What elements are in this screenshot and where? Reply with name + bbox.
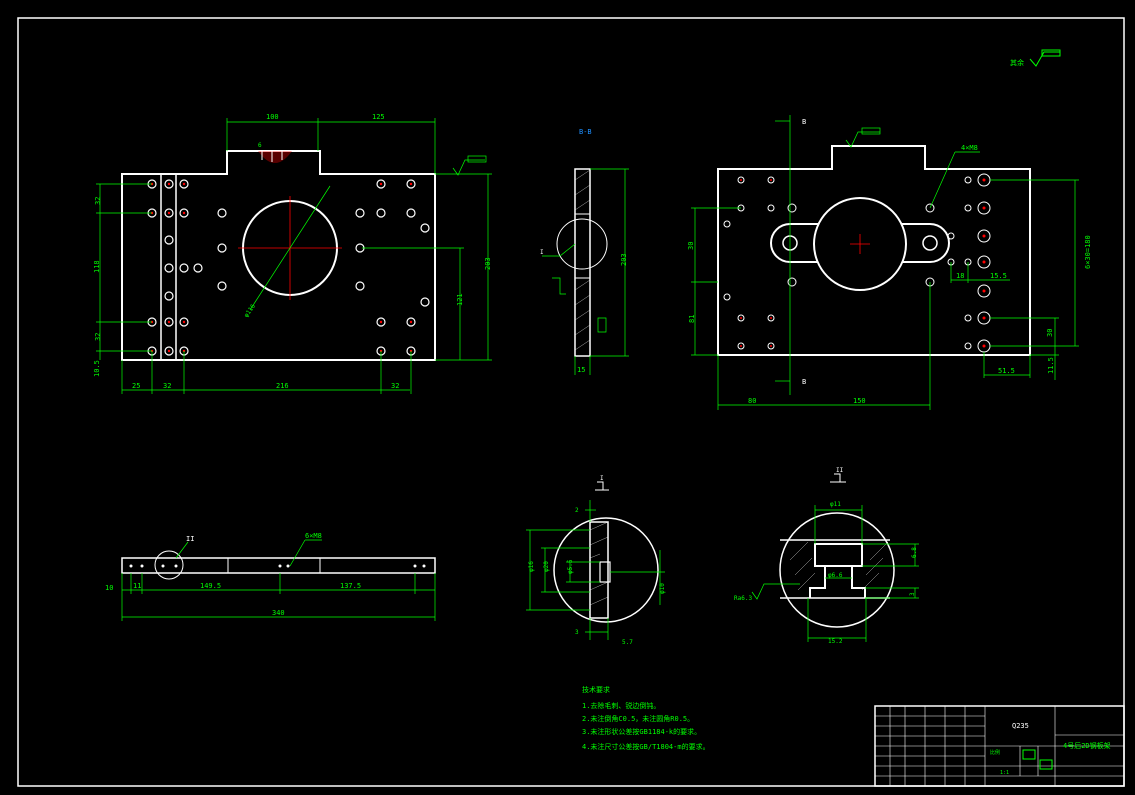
d2-dim-6-8: 6.8 xyxy=(911,547,918,558)
d1-dim-20: φ20 xyxy=(543,561,550,572)
section-mark-bottom: B xyxy=(802,378,806,386)
technical-requirements: 技术要求 1.去除毛刺、锐边倒钝。 2.未注倒角C0.5，未注圆角R0.5。 3… xyxy=(582,685,710,751)
bottom-dim-149-5: 149.5 xyxy=(200,582,221,590)
scale-value: 1:1 xyxy=(1000,770,1009,776)
side-section-view: B-B I 203 15 xyxy=(540,128,629,375)
dim-118: 118 xyxy=(93,260,101,273)
dim-32d: 32 xyxy=(391,382,399,390)
material-label: Q235 xyxy=(1012,722,1029,730)
dim-216: 216 xyxy=(276,382,289,390)
plan-dim-80: 80 xyxy=(748,397,756,405)
section-label: B-B xyxy=(579,128,592,136)
bottom-dim-137-5: 137.5 xyxy=(340,582,361,590)
scale-label: 比例 xyxy=(990,749,1000,756)
d1-dim-10: φ10 xyxy=(659,583,666,594)
dim-32c: 32 xyxy=(163,382,171,390)
tech-req-title: 技术要求 xyxy=(582,685,610,694)
d2-dim-11: φ11 xyxy=(830,501,841,508)
side-dim-15: 15 xyxy=(577,366,585,374)
dim-203: 203 xyxy=(484,257,492,270)
detail-1-title: I xyxy=(600,475,604,482)
part-name-label: 4号后2D钢板架 xyxy=(1063,741,1111,750)
plan-dim-150: 150 xyxy=(853,397,866,405)
general-roughness-symbol: 其余 xyxy=(1010,49,1061,67)
plan-dim-15-5: 15.5 xyxy=(990,272,1007,280)
drawing-border xyxy=(17,17,1125,787)
plan-dim-30: 30 xyxy=(687,242,695,250)
plan-dim-18: 18 xyxy=(956,272,964,280)
slot-label: 6 xyxy=(258,142,262,149)
d1-dim-3: 3 xyxy=(575,629,579,636)
d2-dim-15-2: 15.2 xyxy=(828,638,843,645)
bore-diameter-label: φ116 xyxy=(243,303,257,319)
tech-req-item-4: 4.未注尺寸公差按GB/T1804-m的要求。 xyxy=(582,742,710,751)
detail-2-title: II xyxy=(836,467,844,474)
d1-dim-5-7: 5.7 xyxy=(622,639,633,646)
section-mark-top: B xyxy=(802,118,806,126)
side-dim-203: 203 xyxy=(620,253,628,266)
d1-dim-16: φ16 xyxy=(528,561,535,572)
d2-dim-3: 3 xyxy=(909,592,916,596)
m8-callout: 4×M8 xyxy=(961,144,978,152)
plan-view: B B 4×M8 30 81 80 150 6×30=180 30 11.5 1… xyxy=(687,115,1092,410)
detail-I: I 2 φ16 φ20 φ5.5 3 5.7 φ10 xyxy=(526,475,666,646)
dim-25: 25 xyxy=(132,382,140,390)
bottom-leader-label: II xyxy=(186,535,194,543)
tech-req-item-2: 2.未注倒角C0.5，未注圆角R0.5。 xyxy=(582,714,694,723)
title-block: Q235 4号后2D钢板架 比例 1:1 xyxy=(874,705,1125,787)
bottom-dim-340: 340 xyxy=(272,609,285,617)
dim-32a: 32 xyxy=(94,197,102,205)
front-holes xyxy=(147,179,430,356)
tech-req-item-1: 1.去除毛刺、锐边倒钝。 xyxy=(582,701,660,710)
other-surfaces-label: 其余 xyxy=(1010,58,1024,67)
bottom-dim-10: 10 xyxy=(105,584,113,592)
bottom-view: II 6×M8 10 11 149.5 137.5 340 xyxy=(105,532,436,621)
d2-roughness: Ra6.3 xyxy=(734,595,752,602)
detail-II: II φ11 φ6.6 6.8 3 15.2 Ra6.3 xyxy=(734,467,919,645)
dim-121: 121 xyxy=(456,293,464,306)
plan-dim-11-5: 11.5 xyxy=(1047,357,1055,374)
dim-32b: 32 xyxy=(94,333,102,341)
hole-centers xyxy=(150,182,413,353)
d1-dim-5-5: φ5.5 xyxy=(567,559,574,574)
plan-dim-51-5: 51.5 xyxy=(998,367,1015,375)
tech-req-item-3: 3.未注形状公差按GB1184-k的要求。 xyxy=(582,727,701,736)
bottom-dim-11: 11 xyxy=(133,582,141,590)
dim-100: 100 xyxy=(266,113,279,121)
bottom-m8-callout: 6×M8 xyxy=(305,532,322,540)
d2-dim-6-6: φ6.6 xyxy=(828,572,843,579)
dim-125: 125 xyxy=(372,113,385,121)
plan-dim-30b: 30 xyxy=(1046,329,1054,337)
detail-leader-label: I xyxy=(540,249,544,256)
plan-dim-81: 81 xyxy=(688,315,696,323)
d1-dim-2: 2 xyxy=(575,507,579,514)
dim-10-5: 10.5 xyxy=(93,360,101,377)
front-view: φ116 6 xyxy=(93,113,492,394)
plan-dim-6x30: 6×30=180 xyxy=(1084,235,1092,269)
plate-outline xyxy=(121,150,436,361)
